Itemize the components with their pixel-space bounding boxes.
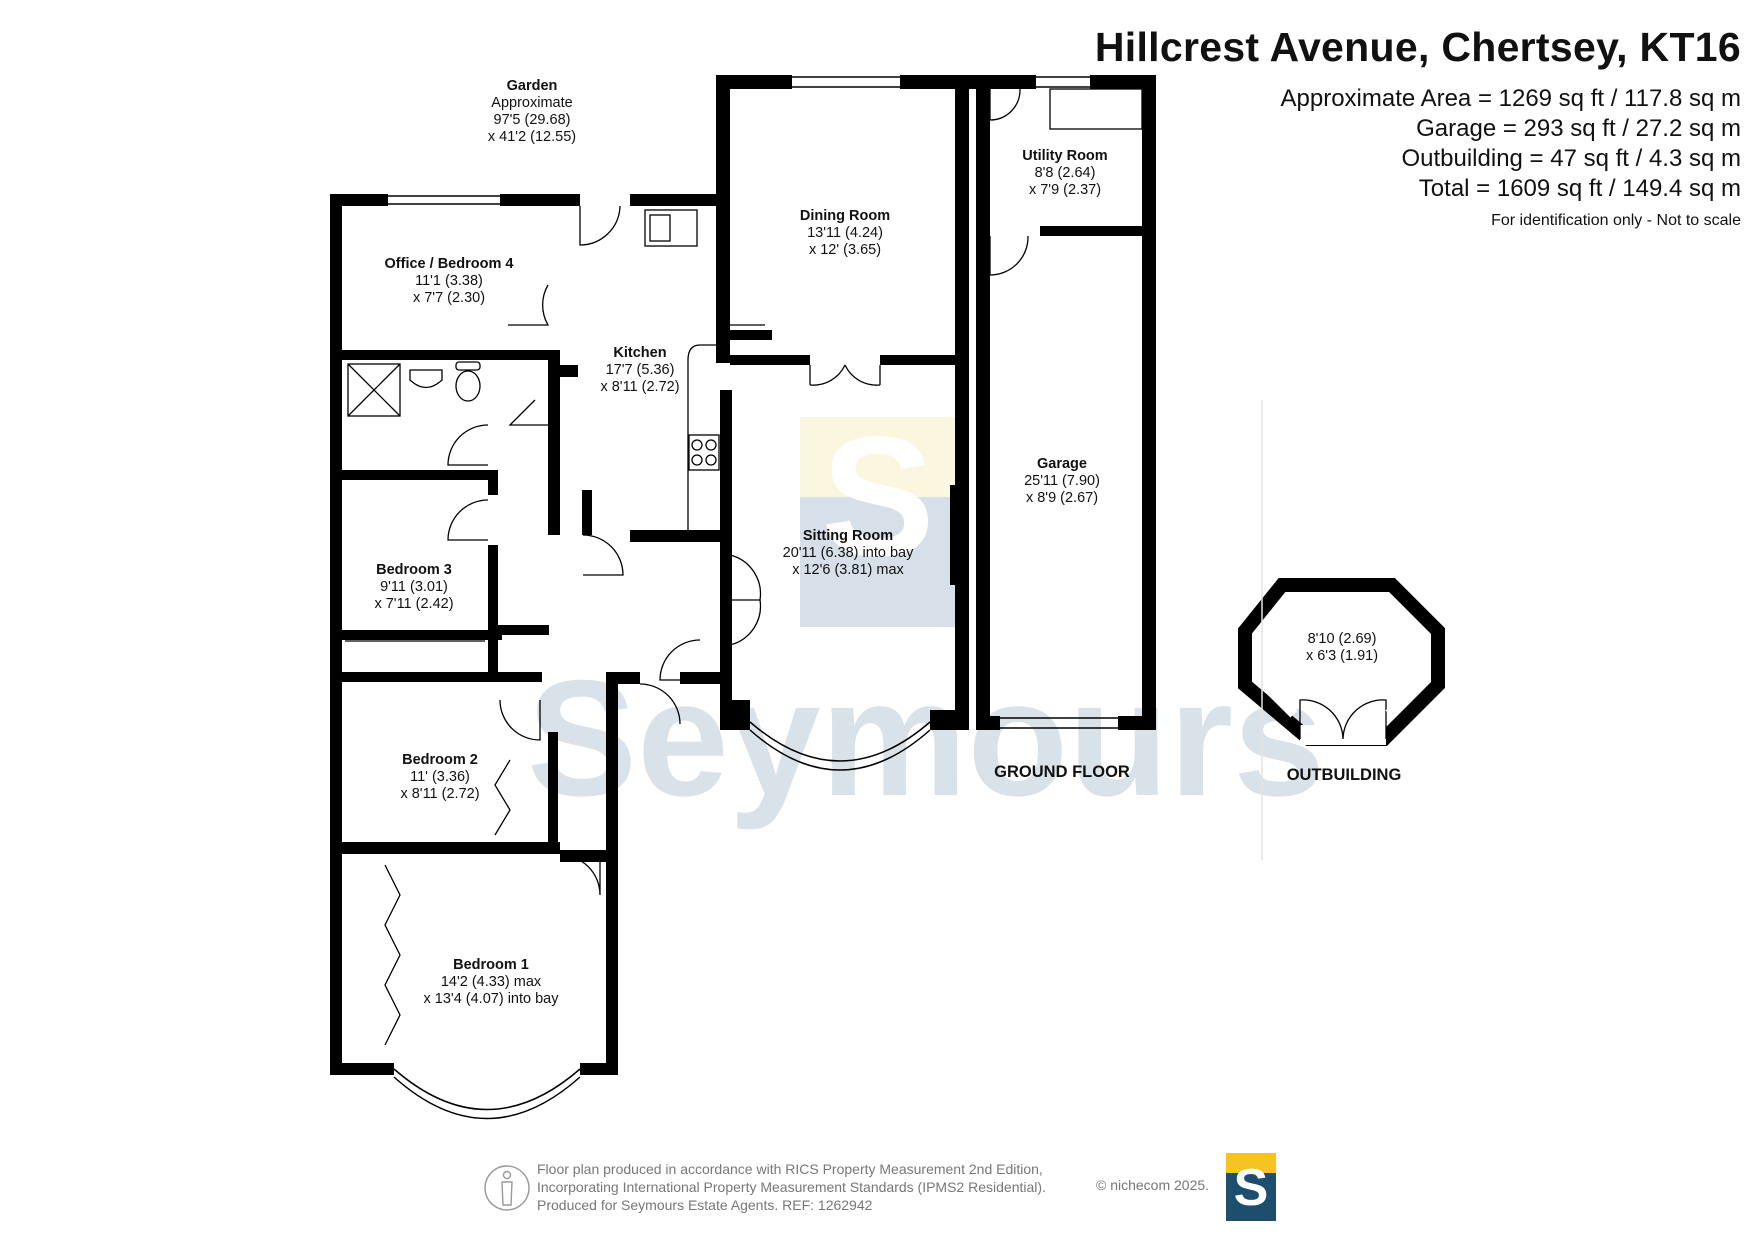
svg-text:Approximate: Approximate xyxy=(491,95,572,111)
svg-text:x 8'11 (2.72): x 8'11 (2.72) xyxy=(600,379,679,395)
walls xyxy=(330,75,1156,1075)
floor-label-outbuilding: OUTBUILDING xyxy=(1287,766,1402,784)
room-label-dining: Dining Room xyxy=(800,208,890,224)
area-outbuilding: Outbuilding = 47 sq ft / 4.3 sq m xyxy=(1401,145,1741,172)
svg-text:x 12' (3.65): x 12' (3.65) xyxy=(809,242,881,258)
room-label-bedroom-3: Bedroom 3 xyxy=(376,562,452,578)
floor-label-ground: GROUND FLOOR xyxy=(994,763,1130,781)
area-total: Total = 1609 sq ft / 149.4 sq m xyxy=(1418,175,1741,202)
svg-text:x 7'11 (2.42): x 7'11 (2.42) xyxy=(374,596,453,612)
room-label-outbuilding: 8'10 (2.69) xyxy=(1308,631,1377,647)
svg-text:20'11 (6.38) into bay: 20'11 (6.38) into bay xyxy=(783,545,914,561)
person-icon xyxy=(484,1165,530,1211)
door-swings xyxy=(447,88,1029,896)
watermark-text: Seymours xyxy=(527,646,1325,830)
svg-text:11' (3.36): 11' (3.36) xyxy=(410,769,470,785)
room-label-sitting: Sitting Room xyxy=(803,528,893,544)
room-label-bedroom-2: Bedroom 2 xyxy=(402,752,478,768)
svg-text:x 7'9 (2.37): x 7'9 (2.37) xyxy=(1029,182,1101,198)
svg-text:25'11 (7.90): 25'11 (7.90) xyxy=(1024,473,1100,489)
svg-text:x 8'11 (2.72): x 8'11 (2.72) xyxy=(400,786,479,802)
footer-text: Floor plan produced in accordance with R… xyxy=(537,1161,1046,1213)
footer-copyright: © nichecom 2025. xyxy=(1096,1177,1210,1193)
windows xyxy=(331,76,1155,1120)
fixtures xyxy=(347,88,1143,530)
room-label-kitchen: Kitchen xyxy=(613,345,666,361)
room-label-garden: Garden xyxy=(507,78,558,94)
svg-text:9'11 (3.01): 9'11 (3.01) xyxy=(380,579,448,595)
svg-text:S: S xyxy=(821,402,934,592)
svg-text:x 12'6 (3.81) max: x 12'6 (3.81) max xyxy=(792,562,904,578)
room-label-garage: Garage xyxy=(1037,456,1087,472)
page-title: Hillcrest Avenue, Chertsey, KT16 xyxy=(1094,24,1741,70)
svg-text:x 8'9 (2.67): x 8'9 (2.67) xyxy=(1026,490,1098,506)
room-label-bedroom-1: Bedroom 1 xyxy=(453,957,529,973)
svg-text:14'2 (4.33) max: 14'2 (4.33) max xyxy=(441,974,542,990)
svg-text:97'5 (29.68): 97'5 (29.68) xyxy=(494,112,571,128)
seymours-logo: S xyxy=(1226,1153,1276,1221)
svg-text:13'11 (4.24): 13'11 (4.24) xyxy=(807,225,883,241)
svg-text:11'1 (3.38): 11'1 (3.38) xyxy=(415,273,483,289)
svg-text:x 13'4 (4.07) into bay: x 13'4 (4.07) into bay xyxy=(424,991,560,1007)
svg-text:8'8 (2.64): 8'8 (2.64) xyxy=(1035,165,1096,181)
area-garage: Garage = 293 sq ft / 27.2 sq m xyxy=(1416,115,1741,142)
area-approximate: Approximate Area = 1269 sq ft / 117.8 sq… xyxy=(1280,85,1742,112)
svg-text:S: S xyxy=(1234,1159,1269,1217)
room-label-utility: Utility Room xyxy=(1022,148,1107,164)
wardrobe-doors xyxy=(345,635,511,1046)
svg-text:17'7 (5.36): 17'7 (5.36) xyxy=(606,362,675,378)
svg-text:x 41'2 (12.55): x 41'2 (12.55) xyxy=(488,129,576,145)
svg-text:x 7'7 (2.30): x 7'7 (2.30) xyxy=(413,290,485,306)
svg-text:x 6'3 (1.91): x 6'3 (1.91) xyxy=(1306,648,1378,664)
scale-note: For identification only - Not to scale xyxy=(1491,212,1741,229)
room-label-office: Office / Bedroom 4 xyxy=(385,256,514,272)
watermark-logo: S xyxy=(800,402,957,627)
